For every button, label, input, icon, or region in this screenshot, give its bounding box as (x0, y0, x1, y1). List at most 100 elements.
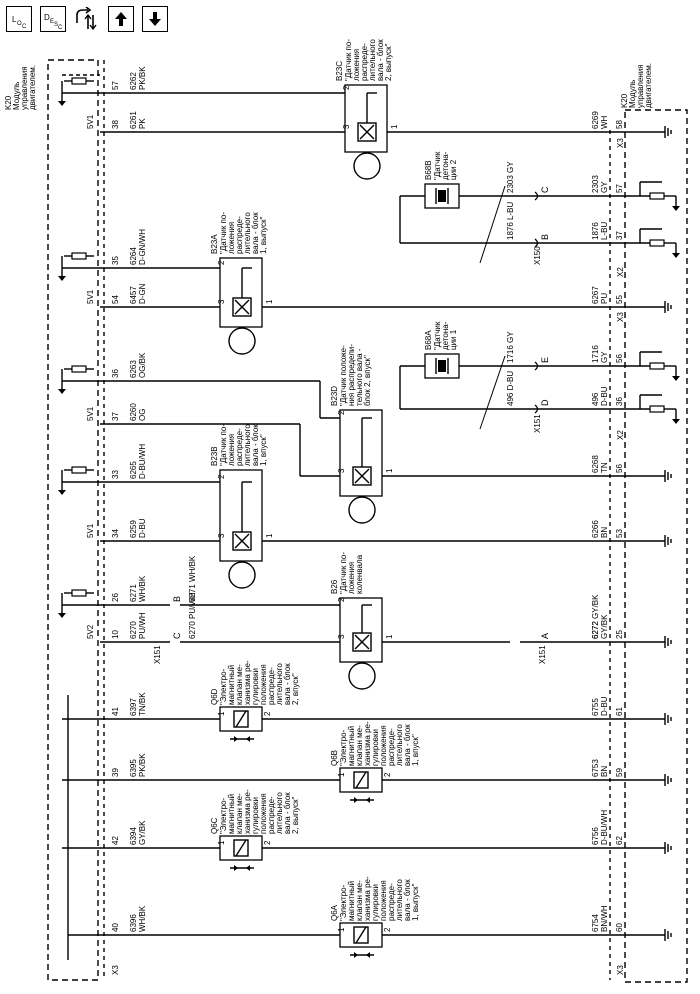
valve-desc: "Электро- (339, 729, 348, 766)
valve-desc: положения (259, 793, 268, 834)
wire-number: 2303 (591, 175, 600, 193)
valve-arrows (354, 952, 370, 958)
rail-label: 5V1 (86, 523, 95, 538)
resistor (649, 362, 665, 370)
pin-number: 42 (111, 836, 120, 845)
wire-color: GY (600, 181, 609, 193)
pin-number: 59 (615, 768, 624, 777)
tone-wheel (228, 561, 256, 589)
resistor (71, 365, 87, 373)
connector-pin (534, 404, 539, 414)
valve-desc: магнитный (347, 881, 356, 921)
arrow-down-button[interactable] (142, 6, 168, 32)
rail-label: 5V1 (86, 289, 95, 304)
wire-label: 6272 GY/BK (591, 594, 600, 639)
knock-desc: детона- (441, 151, 450, 180)
pin-number: 2 (342, 85, 351, 90)
wire (355, 771, 367, 789)
pin-number: 41 (111, 707, 120, 716)
wire-number: 6263 (129, 360, 138, 378)
wire-color: D-BU (138, 518, 147, 538)
ground-arrow (672, 376, 680, 381)
conn-letter: B (540, 234, 550, 240)
valve-desc: "Электро- (219, 668, 228, 705)
wire-number: 6265 (129, 461, 138, 479)
sensor-id: B23A (210, 234, 219, 254)
valve-desc: 1, выпуск" (411, 883, 420, 921)
pin-number: 38 (111, 120, 120, 129)
connector-label: X151 (153, 645, 162, 664)
valve-desc: клапан ме- (355, 725, 364, 766)
valve-desc: распреде- (387, 883, 396, 921)
flow-button[interactable] (74, 6, 100, 32)
wire-number: 6270 (129, 621, 138, 639)
resistor (649, 239, 665, 247)
wire-color: BN (600, 527, 609, 538)
sensor-id: B23D (330, 386, 339, 406)
rail-label: 5V2 (86, 624, 95, 639)
ground-arrow (58, 276, 66, 281)
wire-color: PK (138, 118, 147, 129)
valve-desc: гулировки (371, 884, 380, 921)
resistor (649, 405, 665, 413)
knock-id: B68A (424, 330, 433, 350)
right-module-box (624, 109, 688, 983)
pin-number: 1 (217, 840, 226, 845)
wire-number: 6267 (591, 286, 600, 304)
tone-wheel (348, 496, 376, 524)
sensor-desc: распреде- (235, 216, 244, 254)
wire-color: BN (600, 766, 609, 777)
valve-arrows (354, 797, 370, 803)
sensor-desc: ложения (227, 434, 236, 466)
connector-label: X2 (616, 430, 625, 440)
arrow-up-button[interactable] (108, 6, 134, 32)
sensor-desc: ложения (352, 49, 361, 81)
sensor-desc: блок 2, впуск" (363, 355, 372, 406)
pin-number: 2 (263, 840, 272, 845)
wire-color: PK/BK (138, 753, 147, 777)
conn-letter: 1716 GY (506, 331, 515, 363)
valve-desc: ханизма ре- (243, 789, 252, 834)
svg-text:C: C (22, 24, 27, 30)
wire-color: D-BU (600, 386, 609, 406)
svg-text:S: S (54, 22, 58, 28)
pin-number: 53 (615, 529, 624, 538)
wire-number: 6457 (129, 286, 138, 304)
ground-arrow (672, 253, 680, 258)
knock-desc: детона- (441, 321, 450, 350)
valve-desc: ханизма ре- (363, 876, 372, 921)
sensor-desc: ложения (227, 222, 236, 254)
valve-desc: положения (379, 725, 388, 766)
connector-pin (534, 238, 539, 248)
wire-number: 6755 (591, 698, 600, 716)
sensor-desc: вала - блок (376, 39, 385, 81)
wire-label: 6271 WH/BK (188, 555, 197, 602)
valve-desc: лительного (275, 792, 284, 834)
wire-color: GY (600, 351, 609, 363)
arrow-down-icon (149, 12, 161, 26)
pin-number: 1 (385, 634, 394, 639)
wire-color: L-BU (600, 222, 609, 240)
connector-pin (534, 191, 539, 201)
tone-wheel (353, 152, 381, 180)
valve-desc: магнитный (227, 794, 236, 834)
tone-wheel (348, 662, 376, 690)
pin-number: 3 (217, 299, 226, 304)
sensor-box (339, 597, 383, 663)
pin-number: 2 (383, 772, 392, 777)
svg-text:E: E (50, 19, 54, 25)
wire-number: 6260 (129, 403, 138, 421)
resistor (71, 252, 87, 260)
valve-desc: распреде- (267, 796, 276, 834)
flow-icon (76, 7, 97, 31)
tone-wheel (228, 327, 256, 355)
pin-number: 3 (337, 468, 346, 473)
wire-color: WH/BK (138, 575, 147, 602)
conn-letter: C (540, 186, 550, 193)
pin-number: 1 (265, 533, 274, 538)
connector-label: X150 (533, 246, 542, 265)
